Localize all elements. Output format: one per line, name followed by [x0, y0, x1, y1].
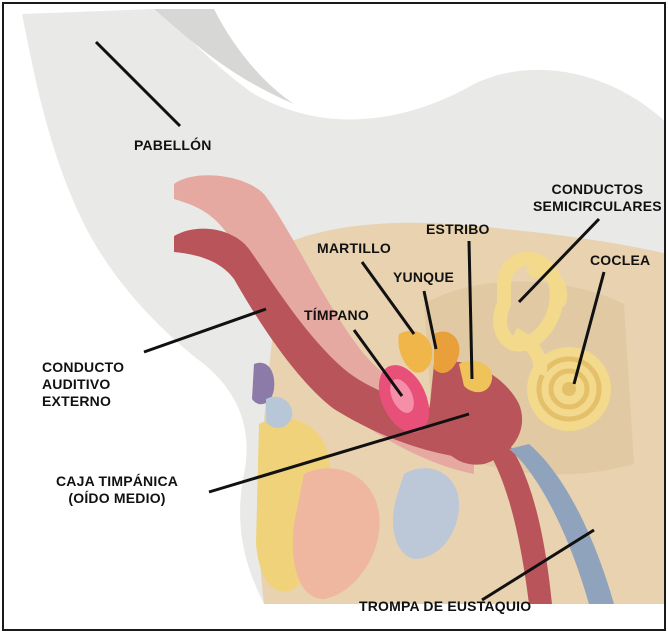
label-conducto-line3: EXTERNO [42, 393, 124, 410]
label-yunque: YUNQUE [393, 269, 454, 286]
label-pabellon: PABELLÓN [134, 137, 212, 154]
label-timpano: TÍMPANO [304, 307, 369, 324]
label-conductos-semicirculares: CONDUCTOS SEMICIRCULARES [533, 181, 662, 215]
label-conducto-line2: AUDITIVO [42, 376, 124, 393]
label-conducto-auditivo-externo: CONDUCTO AUDITIVO EXTERNO [42, 359, 124, 410]
label-conductos-line2: SEMICIRCULARES [533, 198, 662, 215]
label-conductos-line1: CONDUCTOS [533, 181, 662, 198]
label-caja-line2: (OÍDO MEDIO) [56, 490, 178, 507]
label-conducto-line1: CONDUCTO [42, 359, 124, 376]
label-caja-line1: CAJA TIMPÁNICA [56, 473, 178, 490]
label-martillo: MARTILLO [317, 240, 391, 257]
label-caja-timpanica: CAJA TIMPÁNICA (OÍDO MEDIO) [56, 473, 178, 507]
label-estribo: ESTRIBO [426, 221, 490, 238]
label-coclea: COCLEA [590, 252, 650, 269]
label-trompa-de-eustaquio: TROMPA DE EUSTAQUIO [359, 598, 531, 615]
